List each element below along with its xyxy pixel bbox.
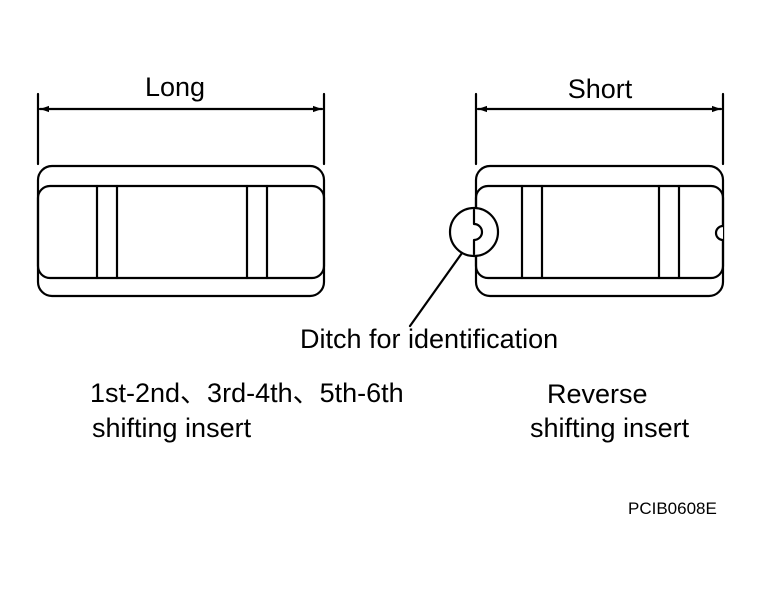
short-insert-drawing [474, 164, 725, 298]
ditch-circle [448, 206, 500, 258]
long-dimension [36, 92, 326, 166]
short-insert-inner [474, 184, 725, 280]
short-right-notch [714, 224, 725, 242]
long-dimension-label: Long [144, 72, 206, 102]
long-insert-drawing [36, 164, 326, 298]
short-dimension-label: Short [567, 74, 633, 104]
ditch-callout [408, 206, 500, 328]
ditch-callout-label: Ditch for identification [300, 324, 559, 354]
short-dimension [474, 92, 725, 166]
ditch-notch [472, 208, 484, 256]
figure-code: PCIB0608E [628, 499, 717, 518]
ditch-leader-line [408, 251, 464, 328]
long-insert-caption-line2: shifting insert [92, 413, 252, 443]
long-insert-caption-line1: 1st-2nd、3rd-4th、5th-6th [90, 378, 404, 408]
short-insert-caption-line1: Reverse [547, 379, 648, 409]
short-insert-caption-line2: shifting insert [530, 413, 690, 443]
long-insert-inner [36, 184, 326, 280]
